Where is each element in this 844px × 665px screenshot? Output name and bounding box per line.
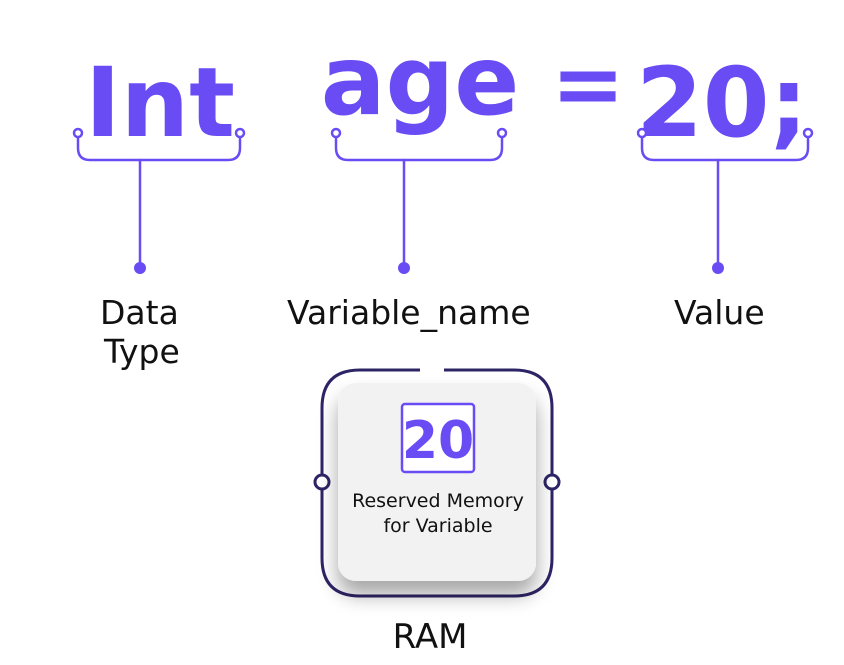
ram-right-node bbox=[543, 473, 561, 491]
memory-card bbox=[338, 383, 536, 581]
memory-caption-line2: for Variable bbox=[383, 515, 492, 537]
equals-token: = bbox=[551, 32, 625, 135]
data-type-label-line2: Type bbox=[103, 332, 180, 371]
name-pointer-dot bbox=[398, 262, 410, 274]
name-token: age bbox=[321, 25, 520, 137]
type-pointer-dot bbox=[134, 262, 146, 274]
variable-name-label: Variable_name bbox=[287, 293, 531, 332]
memory-value: 20 bbox=[402, 411, 474, 471]
ram-label: RAM bbox=[393, 617, 468, 657]
type-bracket bbox=[72, 127, 246, 274]
ram-left-node bbox=[313, 473, 331, 491]
ram-frame bbox=[320, 368, 554, 598]
data-type-label-line1: Data bbox=[100, 293, 179, 332]
memory-value-box bbox=[400, 402, 476, 474]
value-pointer-dot bbox=[712, 262, 724, 274]
type-token: Int bbox=[85, 47, 235, 159]
value-label: Value bbox=[674, 293, 765, 332]
name-bracket bbox=[330, 127, 508, 274]
value-token: 20; bbox=[636, 47, 808, 159]
ram-block: 20 Reserved Memory for Variable bbox=[313, 368, 561, 598]
memory-caption-line1: Reserved Memory bbox=[352, 490, 524, 512]
value-bracket bbox=[636, 127, 814, 274]
